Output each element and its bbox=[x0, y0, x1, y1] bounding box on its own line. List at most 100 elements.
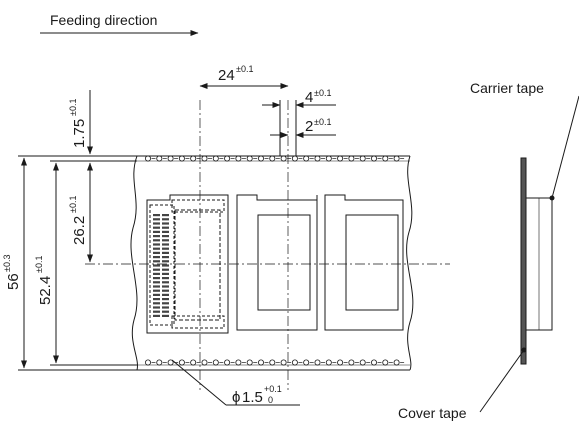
connector-pin bbox=[162, 281, 169, 284]
connector-pin bbox=[153, 239, 160, 242]
connector-pin bbox=[162, 260, 169, 263]
hole-diameter-symbol: ϕ bbox=[232, 389, 240, 406]
sprocket-hole bbox=[348, 359, 355, 366]
connector-pin bbox=[162, 222, 169, 225]
sprocket-hole bbox=[359, 359, 366, 366]
connector-pin bbox=[162, 272, 169, 275]
sprocket-hole bbox=[201, 155, 208, 162]
connector-pin bbox=[162, 314, 169, 317]
connector-pin bbox=[153, 226, 160, 229]
sprocket-hole bbox=[280, 359, 287, 366]
tape-width-tolerance: ±0.3 bbox=[2, 255, 12, 272]
sprocket-hole bbox=[303, 359, 310, 366]
sprocket-hole bbox=[212, 359, 219, 366]
hole-to-center-label: 26.2 ±0.1 bbox=[68, 196, 88, 245]
left-dimensions bbox=[18, 90, 137, 371]
connector-pin bbox=[153, 277, 160, 280]
hole-offset-value: 2 bbox=[305, 118, 313, 135]
side-view bbox=[479, 95, 579, 413]
connector-pin bbox=[153, 281, 160, 284]
sprocket-hole bbox=[348, 155, 355, 162]
sprocket-hole bbox=[382, 155, 389, 162]
carrier-tape-marker bbox=[549, 195, 555, 201]
connector-pin bbox=[162, 218, 169, 221]
sprocket-hole bbox=[167, 155, 174, 162]
connector-pin bbox=[162, 239, 169, 242]
sprocket-hole bbox=[359, 155, 366, 162]
hole-pitch-dimension bbox=[262, 100, 336, 156]
sprocket-hole bbox=[303, 155, 310, 162]
connector-pin bbox=[153, 302, 160, 305]
connector-pin bbox=[153, 268, 160, 271]
edge-to-hole-value: 1.75 bbox=[71, 119, 88, 148]
sprocket-hole bbox=[224, 359, 231, 366]
sprocket-hole bbox=[212, 155, 219, 162]
connector-pin bbox=[153, 264, 160, 267]
connector-pin bbox=[162, 289, 169, 292]
connector-pin bbox=[162, 230, 169, 233]
cover-tape-marker bbox=[521, 347, 527, 353]
pitch-tolerance: ±0.1 bbox=[236, 64, 253, 74]
sprocket-holes-top bbox=[144, 155, 405, 162]
pitch-dimension: 24 ±0.1 bbox=[199, 64, 289, 89]
connector-pin bbox=[162, 247, 169, 250]
sprocket-hole bbox=[269, 359, 276, 366]
connector-pin bbox=[153, 247, 160, 250]
sprocket-hole bbox=[144, 155, 151, 162]
connector-pin bbox=[153, 298, 160, 301]
connector-pin bbox=[162, 310, 169, 313]
hole-diameter-tol-lower: 0 bbox=[268, 395, 273, 405]
connector-pin bbox=[162, 302, 169, 305]
sprocket-hole bbox=[156, 155, 163, 162]
sprocket-hole bbox=[393, 359, 400, 366]
hole-pitch-tolerance: ±0.1 bbox=[314, 88, 331, 98]
connector-pin bbox=[162, 268, 169, 271]
center-lines bbox=[85, 100, 450, 390]
feeding-direction-label: Feeding direction bbox=[50, 12, 157, 28]
tape-width-label: 56 ±0.3 bbox=[2, 255, 22, 290]
connector-pin bbox=[162, 264, 169, 267]
sprocket-hole bbox=[314, 155, 321, 162]
connector-pin bbox=[162, 243, 169, 246]
sprocket-hole bbox=[246, 155, 253, 162]
hole-diameter-value: 1.5 bbox=[242, 389, 263, 406]
sprocket-hole bbox=[393, 155, 400, 162]
loaded-pocket-connector bbox=[146, 194, 229, 334]
hole-row-span-tolerance: ±0.1 bbox=[34, 256, 44, 273]
connector-pin bbox=[162, 226, 169, 229]
carrier-tape-body bbox=[130, 155, 414, 371]
connector-pin bbox=[153, 272, 160, 275]
sprocket-hole bbox=[325, 359, 332, 366]
sprocket-hole bbox=[291, 155, 298, 162]
pitch-value: 24 bbox=[218, 67, 235, 84]
connector-pin bbox=[162, 285, 169, 288]
sprocket-hole bbox=[291, 359, 298, 366]
hole-row-span-value: 52.4 bbox=[37, 276, 54, 305]
connector-pin bbox=[153, 235, 160, 238]
sprocket-hole bbox=[325, 155, 332, 162]
sprocket-hole bbox=[280, 155, 287, 162]
connector-pin bbox=[153, 285, 160, 288]
sprocket-hole bbox=[178, 359, 185, 366]
cover-tape-label: Cover tape bbox=[398, 405, 467, 421]
sprocket-holes-bottom bbox=[144, 359, 405, 366]
sprocket-hole bbox=[370, 155, 377, 162]
sprocket-hole bbox=[246, 359, 253, 366]
connector-pin bbox=[153, 289, 160, 292]
connector-pin bbox=[162, 298, 169, 301]
connector-pin bbox=[153, 243, 160, 246]
sprocket-hole bbox=[257, 155, 264, 162]
carrier-tape-label: Carrier tape bbox=[470, 80, 544, 96]
connector-pin bbox=[162, 277, 169, 280]
hole-offset-tolerance: ±0.1 bbox=[314, 117, 331, 127]
hole-to-center-tolerance: ±0.1 bbox=[68, 196, 78, 213]
connector-pin bbox=[153, 251, 160, 254]
connector-pin bbox=[162, 293, 169, 296]
connector-pin bbox=[162, 256, 169, 259]
connector-pin bbox=[153, 314, 160, 317]
edge-to-hole-label: 1.75 ±0.1 bbox=[68, 99, 88, 148]
sprocket-hole bbox=[257, 359, 264, 366]
sprocket-hole bbox=[190, 359, 197, 366]
connector-pin bbox=[153, 306, 160, 309]
